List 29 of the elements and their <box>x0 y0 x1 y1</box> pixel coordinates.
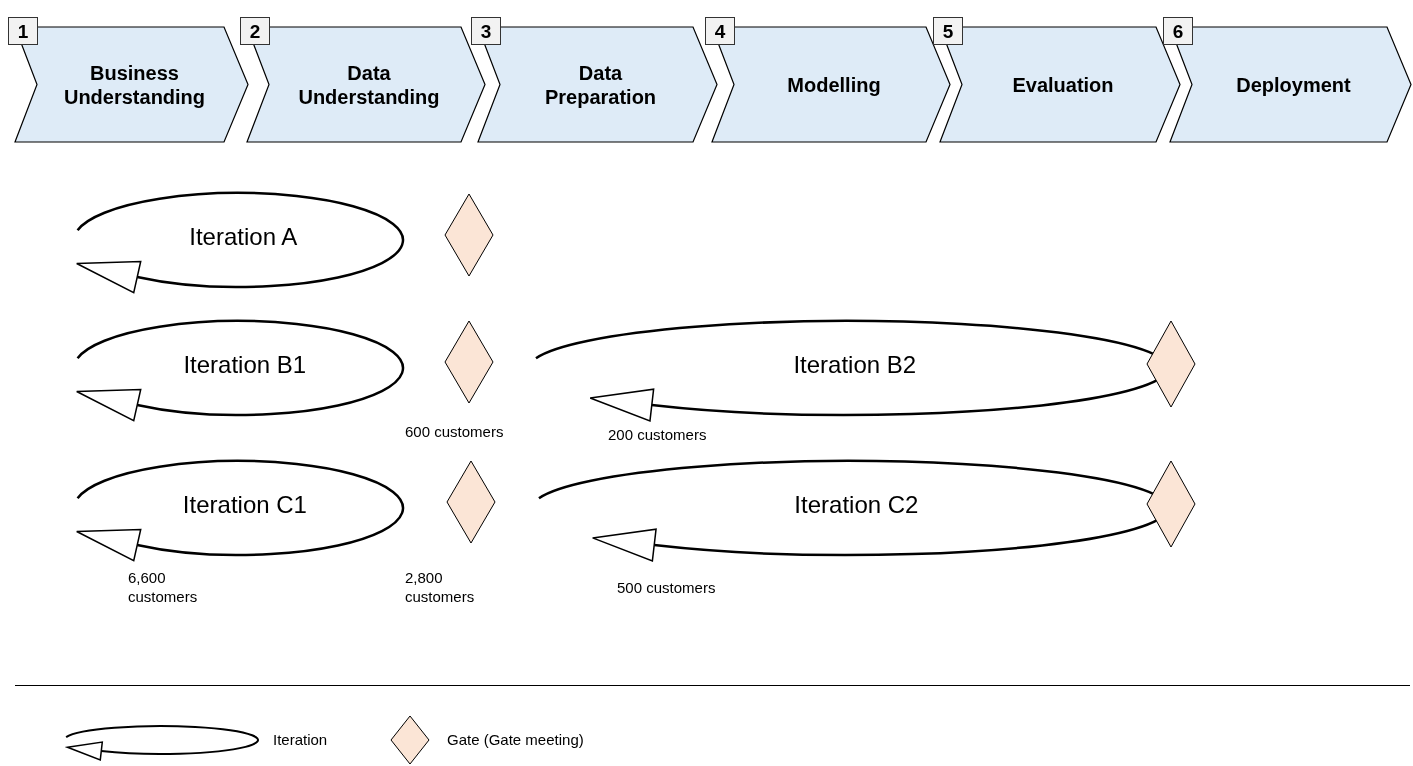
step-number: 5 <box>933 17 963 45</box>
step-number: 6 <box>1163 17 1193 45</box>
iteration-label: Iteration A <box>189 222 298 251</box>
phase-title: Deployment <box>1235 72 1352 97</box>
customer-count: 600 customers <box>405 422 505 441</box>
phase-title: Evaluation <box>1011 72 1115 97</box>
step-number: 2 <box>240 17 270 45</box>
customer-count: 2,800 customers <box>405 568 476 606</box>
phase-title: Modelling <box>786 72 882 97</box>
iteration-label: Iteration B1 <box>183 350 307 379</box>
gate-diamond <box>1146 460 1196 548</box>
step-number: 1 <box>8 17 38 45</box>
phase-title: Data Understanding <box>297 60 441 109</box>
phase-title: Business Understanding <box>62 60 207 109</box>
step-number: 4 <box>705 17 735 45</box>
legend-label: Iteration <box>273 730 328 749</box>
customer-count: 200 customers <box>608 425 708 444</box>
customer-count: 500 customers <box>617 578 717 597</box>
iteration-label: Iteration C2 <box>794 490 919 519</box>
iteration-label: Iteration C1 <box>182 490 307 519</box>
iteration-label: Iteration B2 <box>793 350 917 379</box>
gate-diamond <box>444 193 494 277</box>
customer-count: 6,600 customers <box>128 568 199 606</box>
gate-diamond <box>1146 320 1196 408</box>
step-number: 3 <box>471 17 501 45</box>
gate-diamond <box>446 460 496 544</box>
legend-label: Gate (Gate meeting) <box>447 730 584 749</box>
gate-diamond <box>444 320 494 404</box>
phase-title: Data Preparation <box>543 60 658 109</box>
